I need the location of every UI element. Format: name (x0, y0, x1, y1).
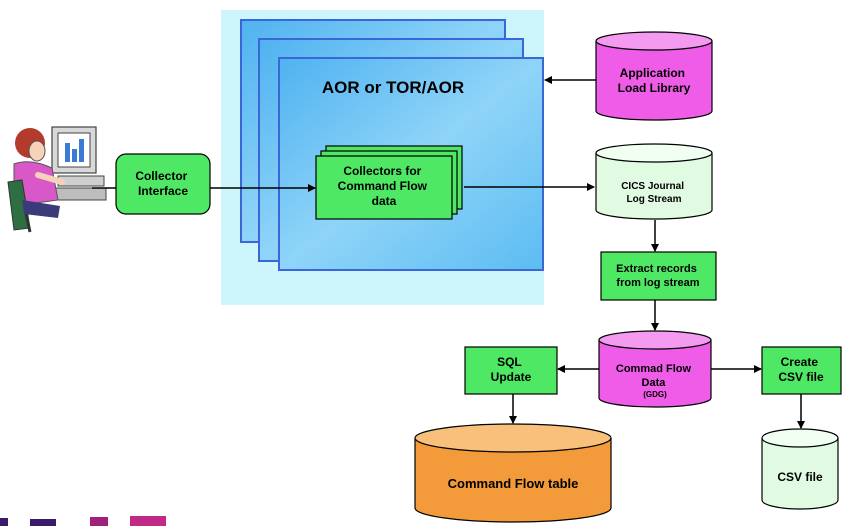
csv-file-cylinder (761, 428, 839, 510)
collector-interface-line-1: Collector (135, 169, 187, 183)
brand-logo (0, 516, 166, 526)
create-csv-line-1: Create (781, 355, 819, 369)
app-load-line-1: Application (620, 66, 685, 80)
command-flow-table-label: Command Flow table (448, 476, 579, 491)
application-load-library-cylinder (595, 31, 713, 121)
extract-line-1: Extract records (616, 263, 697, 275)
collector-interface-box (115, 153, 211, 215)
create-csv-line-2: CSV file (778, 370, 824, 384)
collectors-box (315, 155, 453, 220)
cmd-flow-line-1: Commad Flow (616, 363, 692, 375)
collectors-line-1: Collectors for (343, 164, 421, 178)
cics-journal-label: CICS Journal Log Stream (621, 181, 687, 205)
extract-records-label: Extract records from log stream (616, 263, 700, 289)
application-load-library-label: Application Load Library (618, 66, 691, 95)
sql-update-box (464, 346, 558, 395)
sql-line-2: Update (491, 370, 532, 384)
extract-records-box (600, 251, 717, 301)
region-title: AOR or TOR/AOR (322, 78, 464, 97)
sql-line-1: SQL (497, 355, 521, 369)
collectors-label: Collectors for Command Flow data (338, 164, 431, 208)
journal-line-2: Log Stream (626, 194, 681, 205)
app-load-line-2: Load Library (618, 81, 691, 95)
user-at-computer-icon (7, 126, 107, 233)
command-flow-data-cylinder (598, 330, 712, 408)
create-csv-label: Create CSV file (778, 355, 824, 384)
collector-interface-label: Collector Interface (135, 169, 190, 198)
collectors-line-3: data (372, 194, 397, 208)
cmd-flow-line-3: (GDG) (643, 390, 667, 399)
command-flow-table-cylinder (414, 423, 612, 523)
extract-line-2: from log stream (616, 277, 699, 289)
collector-interface-line-2: Interface (138, 184, 188, 198)
sql-update-label: SQL Update (491, 355, 532, 384)
cmd-flow-line-2: Data (642, 377, 667, 389)
csv-file-label: CSV file (777, 470, 823, 484)
cics-journal-cylinder (595, 143, 713, 220)
journal-line-1: CICS Journal (621, 181, 684, 192)
create-csv-box (761, 346, 842, 395)
collectors-line-2: Command Flow (338, 179, 428, 193)
command-flow-data-label: Commad Flow Data (GDG) (616, 363, 694, 399)
